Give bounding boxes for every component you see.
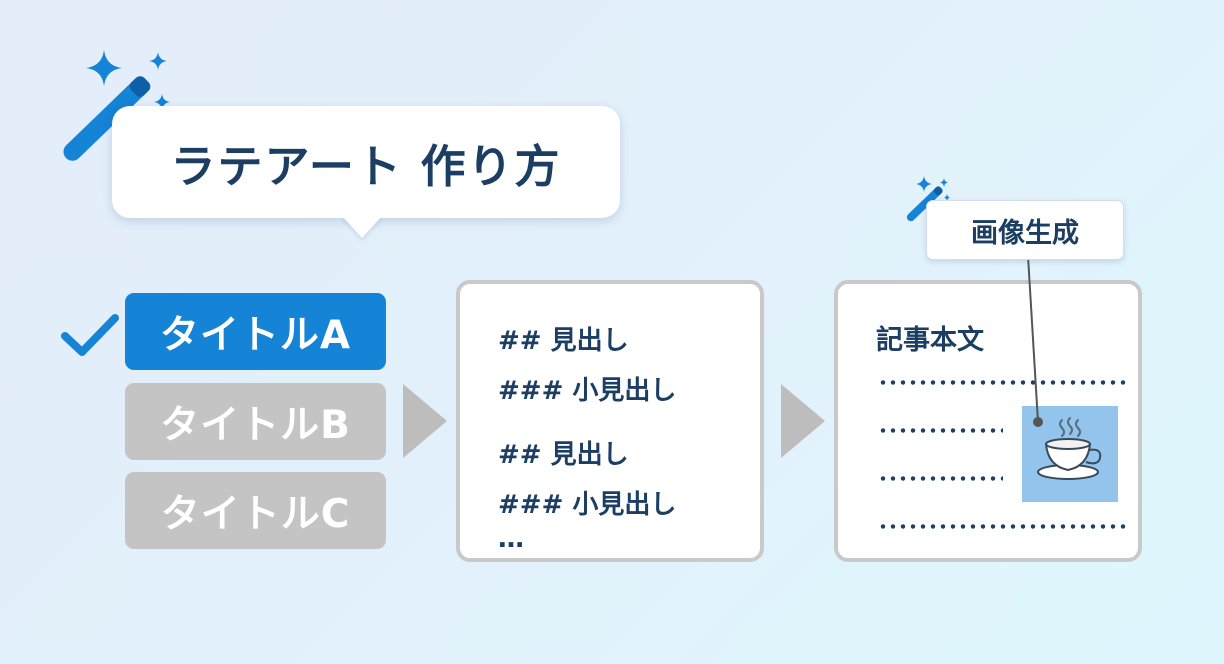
- bubble-tail: [342, 216, 382, 238]
- magic-wand-icon: [63, 50, 170, 161]
- keyword-text: ラテアート 作り方: [170, 139, 562, 193]
- keyword-bubble: ラテアート 作り方: [112, 106, 620, 218]
- text-placeholder-line: [878, 476, 1003, 481]
- outline-card: ## 見出し ### 小見出し ## 見出し ### 小見出し …: [456, 280, 764, 562]
- outline-line: ### 小見出し: [498, 490, 677, 520]
- image-generation-text: 画像生成: [971, 217, 1079, 249]
- title-option-label: タイトルA: [159, 312, 352, 358]
- outline-line: ### 小見出し: [498, 376, 677, 406]
- flow-arrow: [403, 384, 447, 458]
- title-option-label: タイトルB: [160, 402, 351, 448]
- generated-image: [1022, 406, 1118, 502]
- text-placeholder-line: [878, 428, 1003, 433]
- outline-line: …: [498, 524, 524, 554]
- checkmark-icon: [61, 314, 119, 356]
- text-placeholder-line: [878, 380, 1128, 385]
- image-generation-label: 画像生成: [926, 200, 1124, 260]
- title-option-b[interactable]: タイトルB: [125, 383, 386, 460]
- article-card: 記事本文: [834, 280, 1142, 562]
- outline-line: ## 見出し: [498, 440, 629, 470]
- title-option-c[interactable]: タイトルC: [125, 472, 386, 549]
- article-title: 記事本文: [876, 325, 984, 356]
- title-option-label: タイトルC: [160, 491, 351, 537]
- text-placeholder-line: [878, 524, 1128, 529]
- flow-arrow: [781, 384, 825, 458]
- outline-line: ## 見出し: [498, 326, 629, 356]
- title-option-a[interactable]: タイトルA: [125, 293, 386, 370]
- magic-wand-icon: [906, 176, 950, 222]
- coffee-cup-icon: [1037, 417, 1102, 480]
